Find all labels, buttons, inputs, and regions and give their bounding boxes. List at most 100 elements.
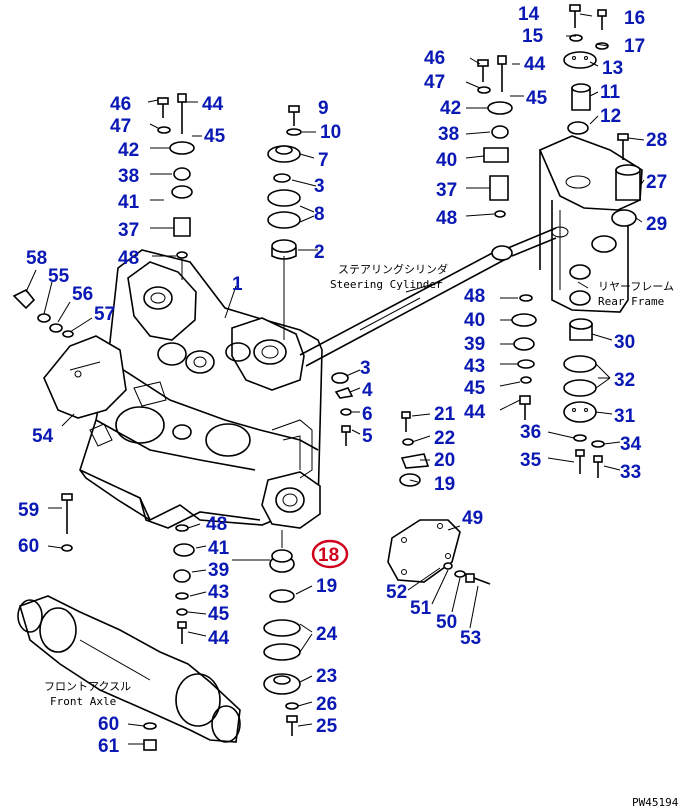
callout: 9 bbox=[318, 98, 329, 119]
callout: 57 bbox=[94, 304, 115, 325]
drawing-code: PW45194 bbox=[632, 796, 679, 809]
callout: 14 bbox=[518, 4, 540, 25]
callout: 42 bbox=[118, 140, 139, 161]
callout: 47 bbox=[424, 72, 445, 93]
callout: 61 bbox=[98, 736, 120, 757]
callout: 29 bbox=[646, 214, 667, 235]
callout: 58 bbox=[26, 248, 47, 269]
callout: 38 bbox=[438, 124, 459, 145]
callout: 26 bbox=[316, 694, 337, 715]
callout: 16 bbox=[624, 8, 645, 29]
front-axle bbox=[17, 595, 241, 743]
callout: 28 bbox=[646, 130, 667, 151]
callout: 35 bbox=[520, 450, 542, 471]
callout: 25 bbox=[316, 716, 338, 737]
callout: 19 bbox=[434, 474, 455, 495]
callout: 46 bbox=[110, 94, 131, 115]
callout: 45 bbox=[208, 604, 230, 625]
caption-rear-jp: リヤーフレーム bbox=[598, 280, 674, 293]
captions: ステアリングシリンダ Steering Cylinder リヤーフレーム Rea… bbox=[44, 262, 679, 809]
callout: 44 bbox=[524, 54, 546, 75]
callout: 2 bbox=[314, 242, 325, 263]
callout: 39 bbox=[464, 334, 485, 355]
callout: 49 bbox=[462, 508, 483, 529]
callout: 27 bbox=[646, 172, 667, 193]
callout: 38 bbox=[118, 166, 139, 187]
callout: 51 bbox=[410, 598, 432, 619]
callout: 15 bbox=[522, 26, 544, 47]
caption-rear-en: Rear Frame bbox=[598, 295, 664, 308]
callout: 44 bbox=[202, 94, 224, 115]
callout: 45 bbox=[464, 378, 486, 399]
callout: 41 bbox=[208, 538, 230, 559]
callout: 42 bbox=[440, 98, 461, 119]
cover-plate-49 bbox=[387, 519, 461, 583]
callout: 3 bbox=[314, 176, 325, 197]
callout: 54 bbox=[32, 426, 54, 447]
callout: 44 bbox=[208, 628, 230, 649]
callout: 48 bbox=[206, 514, 227, 535]
callout: 32 bbox=[614, 370, 635, 391]
callout: 55 bbox=[48, 266, 70, 287]
callout: 43 bbox=[208, 582, 229, 603]
callout: 50 bbox=[436, 612, 457, 633]
callout: 52 bbox=[386, 582, 407, 603]
callout: 60 bbox=[18, 536, 39, 557]
highlight-text: 18 bbox=[318, 545, 339, 566]
callout: 10 bbox=[320, 122, 341, 143]
callout: 31 bbox=[614, 406, 636, 427]
callout: 20 bbox=[434, 450, 455, 471]
callout: 37 bbox=[436, 180, 457, 201]
callout: 33 bbox=[620, 462, 641, 483]
caption-front-en: Front Axle bbox=[50, 695, 116, 708]
callout: 36 bbox=[520, 422, 541, 443]
callout: 56 bbox=[72, 284, 93, 305]
leaders bbox=[25, 13, 645, 745]
steering-cylinder bbox=[299, 227, 557, 367]
callout: 17 bbox=[624, 36, 645, 57]
callout: 13 bbox=[602, 58, 623, 79]
callout: 47 bbox=[110, 116, 131, 137]
highlighted-callout-18: 18 bbox=[311, 539, 349, 569]
callout-numbers: 14 16 15 17 13 46 44 47 45 42 11 12 38 2… bbox=[18, 4, 667, 757]
callout: 5 bbox=[362, 426, 373, 447]
callout: 6 bbox=[362, 404, 373, 425]
callout: 11 bbox=[600, 82, 621, 103]
callout: 59 bbox=[18, 500, 39, 521]
callout: 40 bbox=[436, 150, 457, 171]
callout: 12 bbox=[600, 106, 621, 127]
callout: 34 bbox=[620, 434, 642, 455]
callout: 7 bbox=[318, 150, 329, 171]
callout: 24 bbox=[316, 624, 338, 645]
callout: 22 bbox=[434, 428, 455, 449]
callout: 53 bbox=[460, 628, 481, 649]
callout: 40 bbox=[464, 310, 485, 331]
callout: 39 bbox=[208, 560, 229, 581]
callout: 8 bbox=[314, 204, 325, 225]
callout: 1 bbox=[232, 274, 243, 295]
callout: 4 bbox=[362, 380, 373, 401]
callout: 48 bbox=[464, 286, 485, 307]
hardware bbox=[12, 4, 641, 751]
callout: 46 bbox=[424, 48, 445, 69]
callout: 3 bbox=[360, 358, 371, 379]
callout: 37 bbox=[118, 220, 139, 241]
front-frame bbox=[43, 249, 323, 529]
caption-front-jp: フロントアクスル bbox=[44, 680, 131, 693]
callout: 45 bbox=[204, 126, 226, 147]
caption-steering-jp: ステアリングシリンダ bbox=[338, 262, 448, 276]
callout: 48 bbox=[436, 208, 457, 229]
callout: 48 bbox=[118, 248, 139, 269]
callout: 45 bbox=[526, 88, 548, 109]
plate-54 bbox=[43, 335, 127, 419]
highlight-ring bbox=[311, 539, 349, 569]
callout: 30 bbox=[614, 332, 635, 353]
callout: 21 bbox=[434, 404, 456, 425]
caption-steering-en: Steering Cylinder bbox=[330, 278, 443, 291]
callout: 41 bbox=[118, 192, 140, 213]
callout: 44 bbox=[464, 402, 486, 423]
callout: 19 bbox=[316, 576, 337, 597]
callout: 60 bbox=[98, 714, 119, 735]
callout: 43 bbox=[464, 356, 485, 377]
